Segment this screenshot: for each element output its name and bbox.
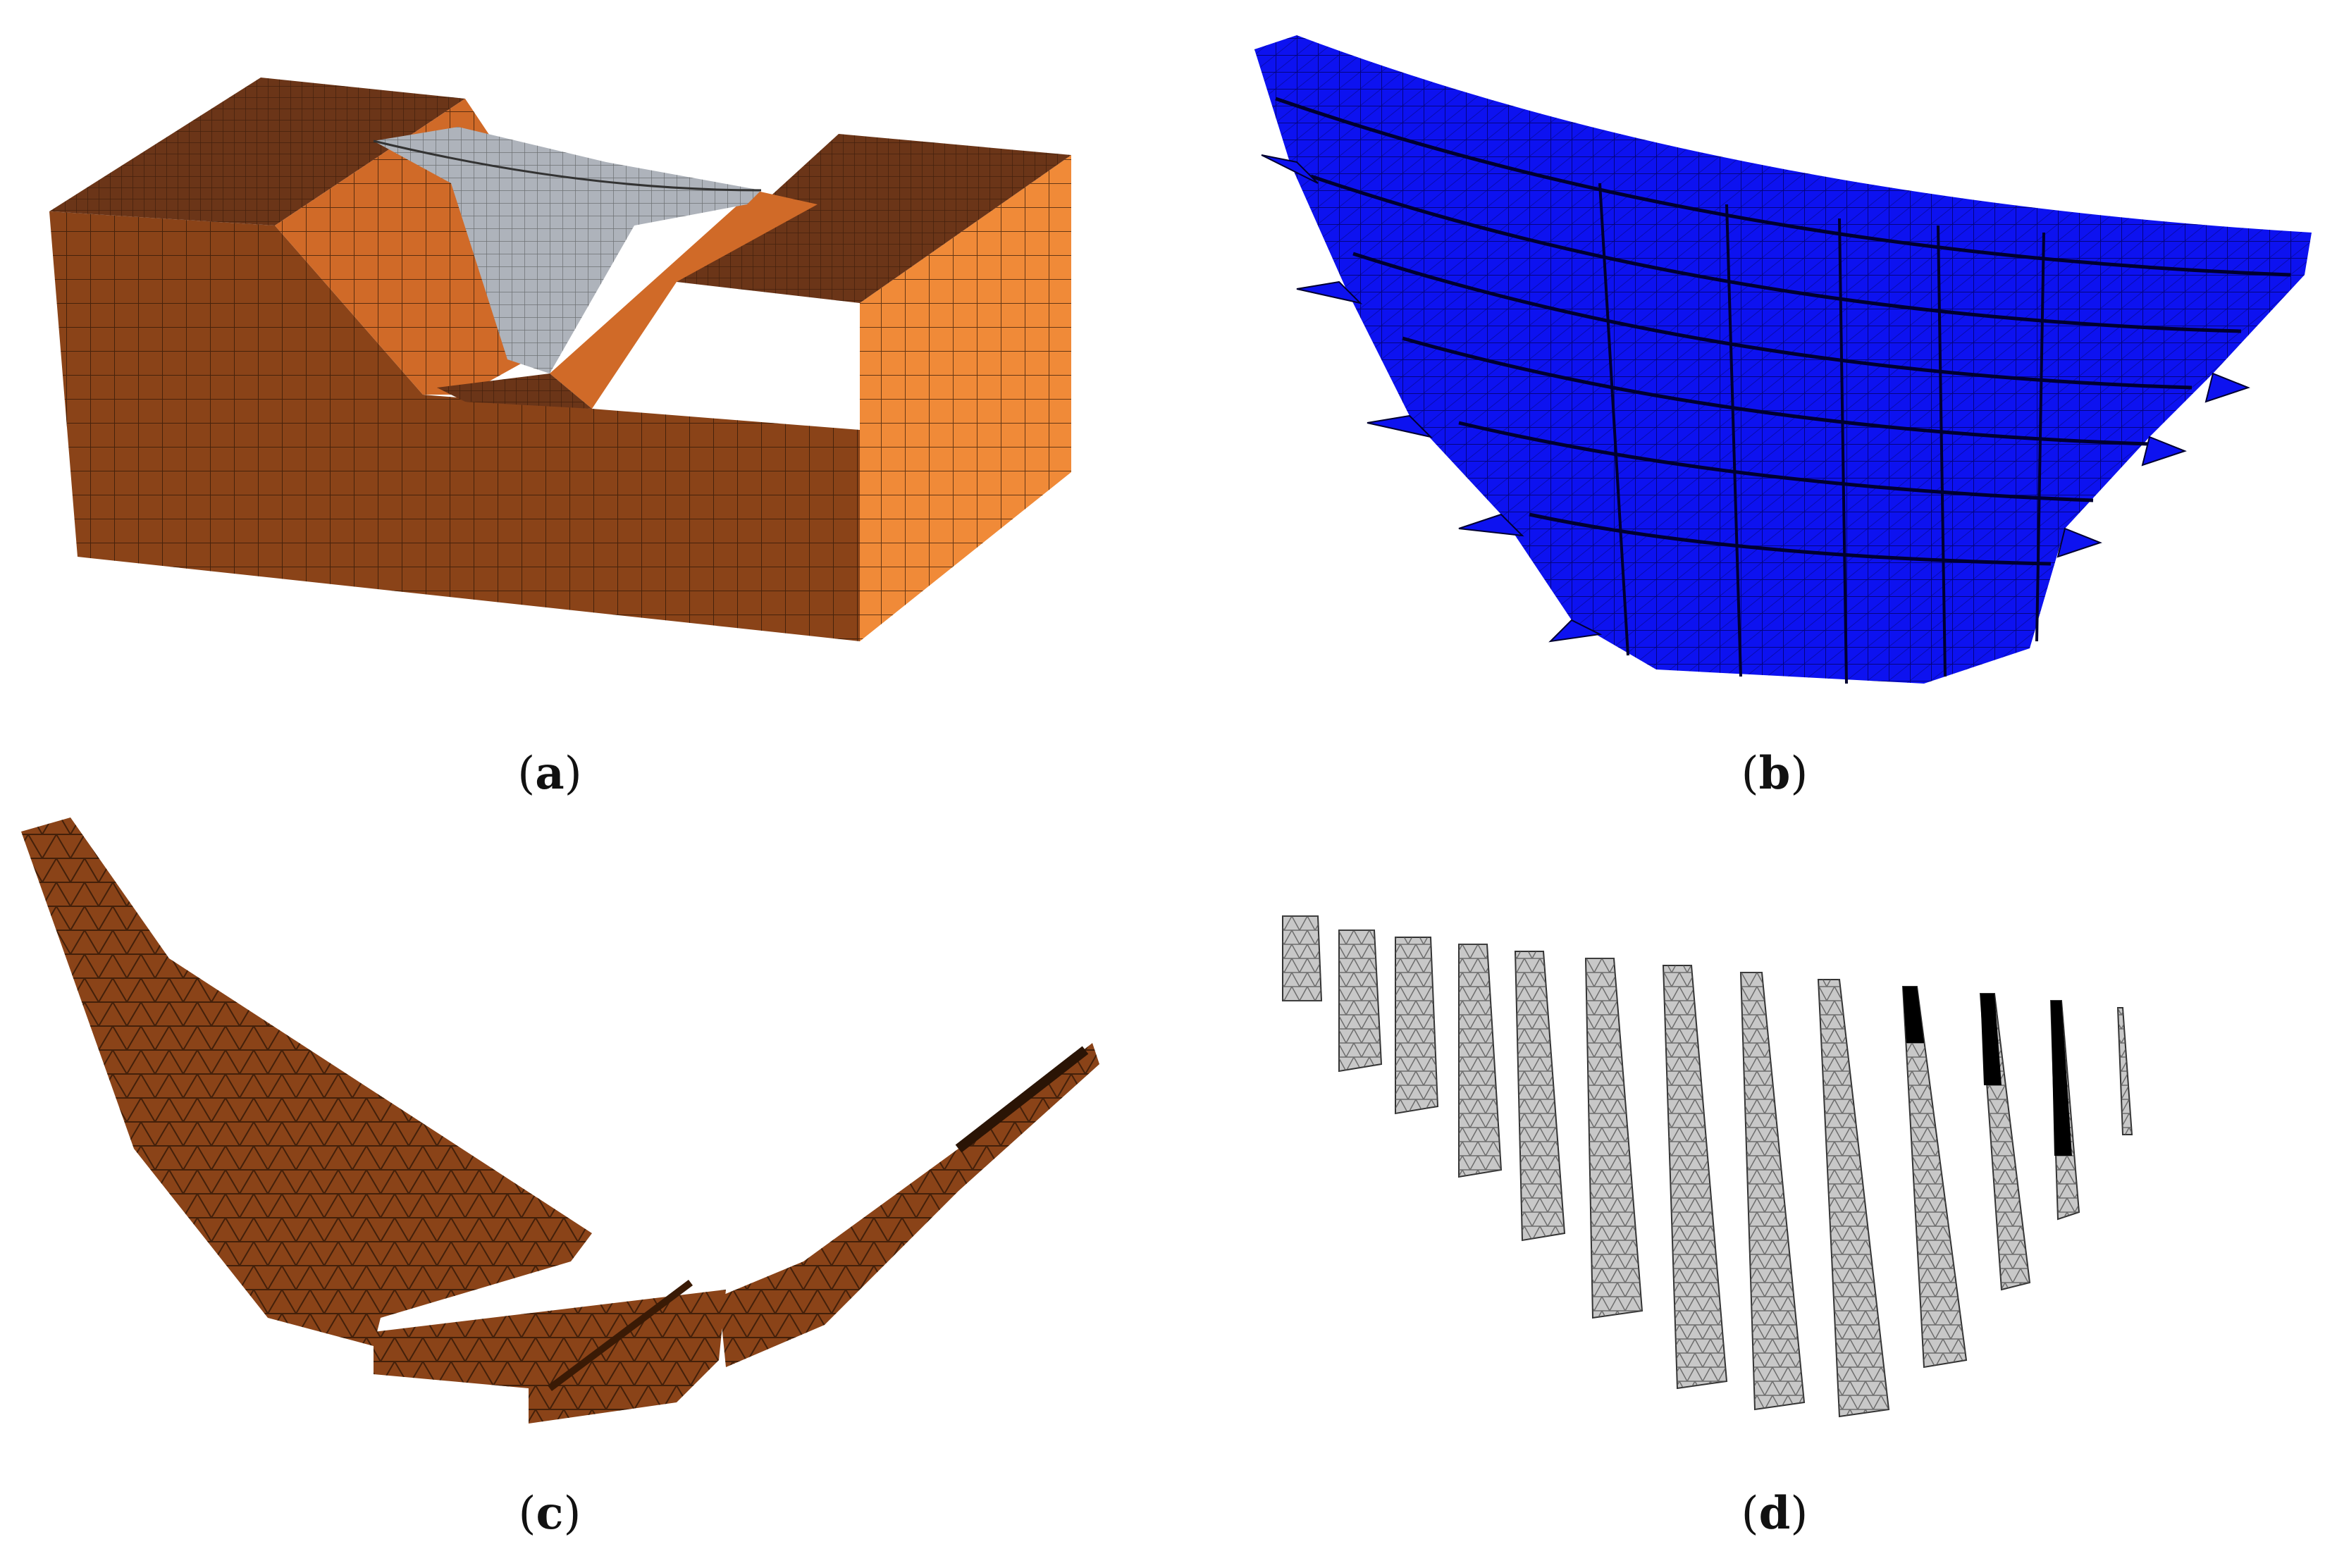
caption-c: (c) [518,1487,581,1540]
caption-d: (d) [1741,1487,1808,1540]
caption-b: (b) [1741,747,1808,800]
panel-b-arch-dam-mesh [1233,21,2319,712]
right-valley-slope [550,190,818,409]
panel-d-block-joint-slices [1269,902,2298,1438]
panel-c-contact-surface-mesh [14,810,1114,1473]
caption-a: (a) [517,747,582,800]
panel-a-dam-foundation-mesh [42,63,1085,655]
